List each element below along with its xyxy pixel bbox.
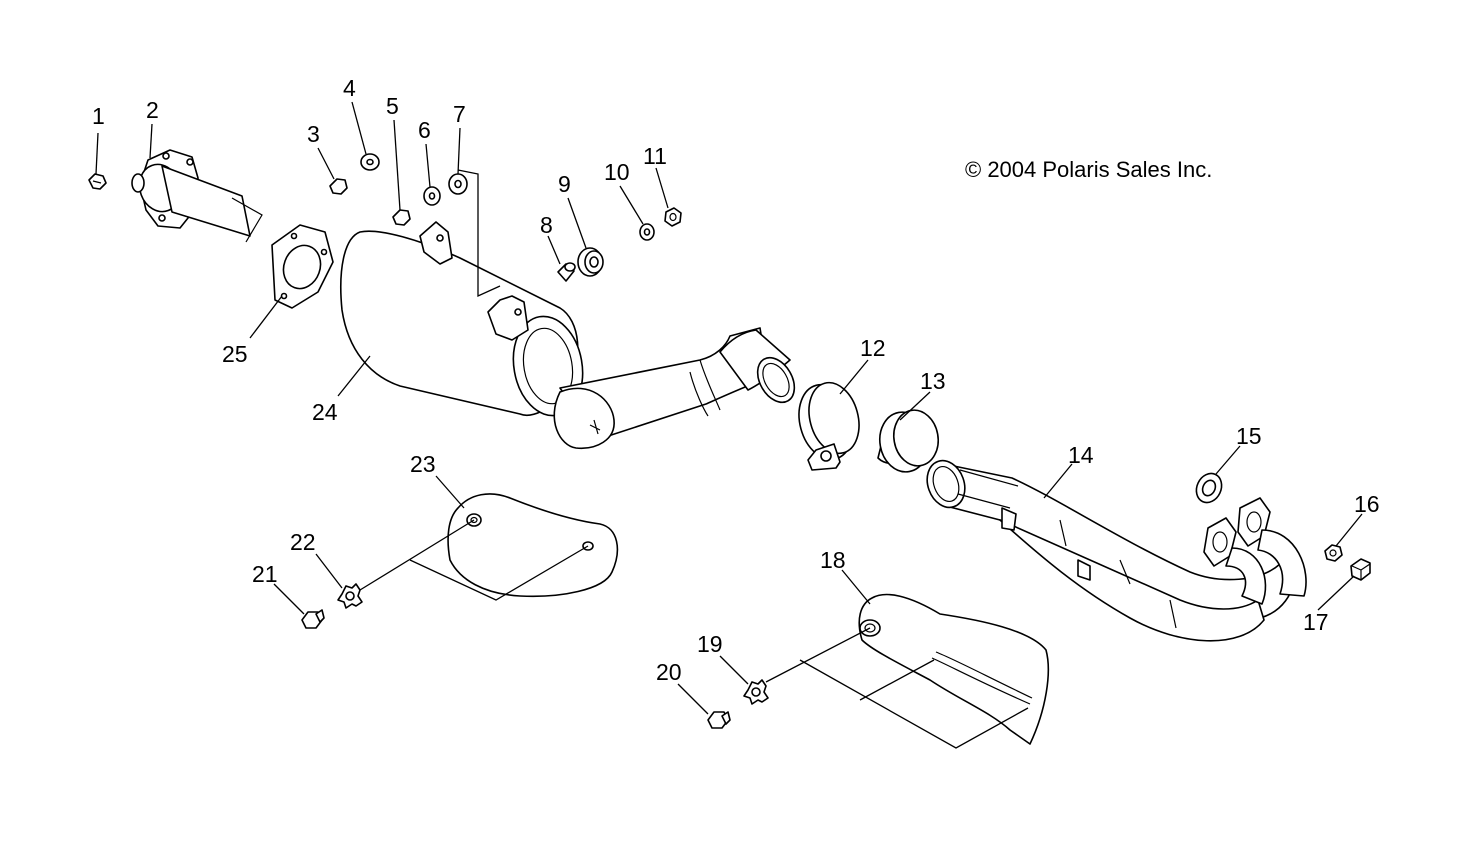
callout-1: 1 [92, 103, 105, 129]
part-20-bolt [707, 711, 731, 729]
part-9-grommet [577, 247, 604, 277]
callout-17: 17 [1303, 609, 1329, 635]
part-6-washer [423, 186, 441, 206]
callout-3: 3 [307, 121, 320, 147]
callout-24: 24 [312, 399, 338, 425]
part-24-muffler [340, 221, 796, 449]
callout-9: 9 [558, 171, 571, 197]
leader-lines [95, 101, 1363, 749]
callout-8: 8 [540, 212, 553, 238]
part-2-spark-arrestor [131, 149, 263, 243]
callout-16: 16 [1354, 491, 1380, 517]
callout-18: 18 [820, 547, 846, 573]
callout-2: 2 [146, 97, 159, 123]
part-4-washer [360, 153, 380, 171]
part-16-nut [1324, 544, 1343, 562]
callout-21: 21 [252, 561, 278, 587]
callout-7: 7 [453, 101, 466, 127]
part-14-head-pipe [926, 459, 1307, 642]
callout-4: 4 [343, 75, 356, 101]
part-1-bolt [88, 173, 107, 190]
callout-numbers: 1 2 3 4 5 6 7 8 9 10 11 12 13 14 15 16 1… [92, 75, 1380, 685]
part-12-clamp [798, 381, 860, 471]
callout-12: 12 [860, 335, 886, 361]
callout-25: 25 [222, 341, 248, 367]
part-17-nut [1350, 558, 1371, 581]
callout-23: 23 [410, 451, 436, 477]
part-8-sleeve [557, 262, 576, 282]
callout-13: 13 [920, 368, 946, 394]
part-25-gasket [271, 224, 334, 309]
part-10-washer [639, 223, 655, 241]
copyright-text: © 2004 Polaris Sales Inc. [965, 157, 1212, 182]
part-15-gasket [1195, 472, 1223, 504]
callout-10: 10 [604, 159, 630, 185]
part-11-nut [664, 207, 682, 227]
part-21-bolt [301, 609, 325, 629]
callout-19: 19 [697, 631, 723, 657]
callout-15: 15 [1236, 423, 1262, 449]
part-18-heat-shield [858, 593, 1050, 745]
part-3-bolt [329, 178, 348, 195]
callout-22: 22 [290, 529, 316, 555]
callout-5: 5 [386, 93, 399, 119]
callout-11: 11 [643, 143, 667, 169]
callout-20: 20 [656, 659, 682, 685]
callout-14: 14 [1068, 442, 1094, 468]
callout-6: 6 [418, 117, 431, 143]
part-23-heat-shield [447, 493, 619, 598]
part-19-lock-washer [743, 679, 769, 705]
part-13-sleeve [877, 409, 940, 473]
part-22-lock-washer [337, 583, 363, 609]
part-7-washer [448, 173, 468, 195]
part-5-bolt [392, 209, 411, 226]
